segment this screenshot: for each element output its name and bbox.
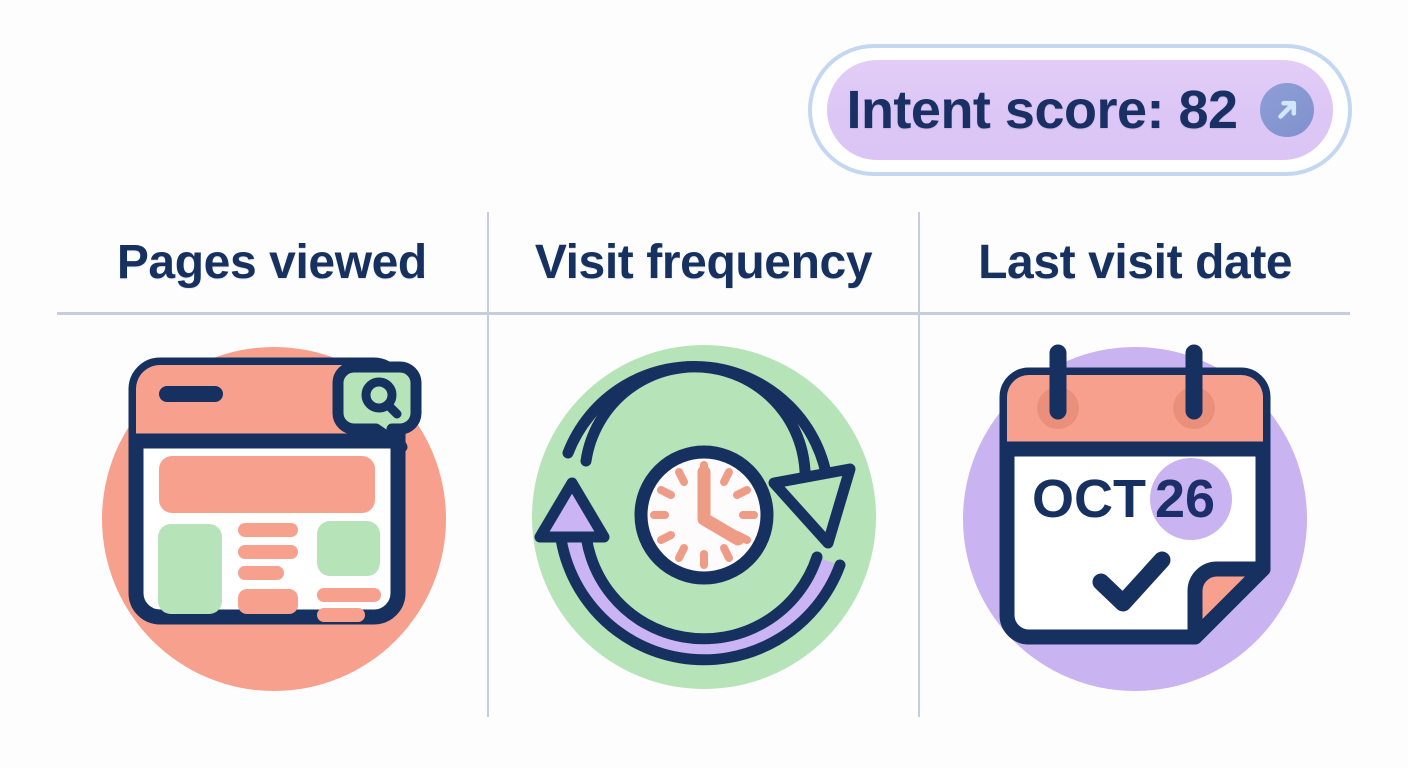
calendar-month-text: OCT — [1032, 469, 1146, 529]
header-divider — [57, 312, 1350, 315]
browser-window-search-icon — [96, 333, 448, 698]
clock-refresh-icon — [528, 333, 880, 698]
column-body-last-visit-date: OCT 26 — [920, 313, 1350, 717]
metric-column-pages-viewed[interactable]: Pages viewed — [57, 212, 487, 717]
column-header-last-visit-date: Last visit date — [920, 212, 1350, 313]
column-body-pages-viewed — [57, 313, 487, 717]
column-header-visit-frequency: Visit frequency — [489, 212, 919, 313]
column-header-pages-viewed: Pages viewed — [57, 212, 487, 313]
column-title-last-visit-date: Last visit date — [978, 236, 1293, 289]
metric-column-last-visit-date[interactable]: Last visit date — [918, 212, 1350, 717]
column-body-visit-frequency — [489, 313, 919, 717]
intent-score-badge[interactable]: Intent score: 82 — [808, 44, 1352, 176]
column-title-pages-viewed: Pages viewed — [116, 236, 427, 289]
intent-score-badge-inner: Intent score: 82 — [827, 60, 1333, 160]
intent-score-label: Intent score: 82 — [846, 80, 1238, 140]
metrics-columns: Pages viewed — [57, 212, 1350, 717]
metric-column-visit-frequency[interactable]: Visit frequency — [486, 212, 919, 717]
column-title-visit-frequency: Visit frequency — [534, 236, 873, 289]
calendar-check-icon: OCT 26 — [959, 333, 1311, 698]
calendar-day-text: 26 — [1155, 469, 1215, 529]
arrow-up-right-icon — [1259, 83, 1314, 137]
